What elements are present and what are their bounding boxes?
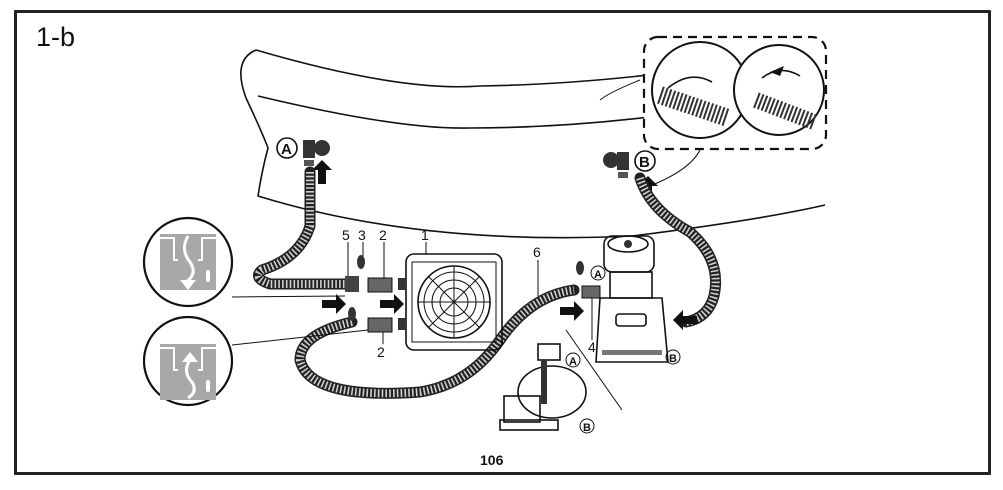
port-a-label: A bbox=[281, 141, 292, 158]
port-b-callout-circle bbox=[634, 150, 656, 172]
rotate-arrow-icon bbox=[770, 66, 784, 76]
part-label-6: 6 bbox=[533, 244, 541, 260]
arrow-right-icon bbox=[380, 294, 404, 314]
part-label-2-top: 2 bbox=[379, 227, 387, 243]
thermometer-icon bbox=[206, 380, 210, 392]
sand-b-label: B bbox=[583, 422, 591, 434]
filter-b-label: B bbox=[669, 353, 677, 365]
filter-a-label: A bbox=[594, 269, 602, 281]
figure-label: 1-b bbox=[36, 22, 76, 52]
part-label-2-bottom: 2 bbox=[377, 344, 385, 360]
part-labels: 5 3 2 1 2 6 4 bbox=[342, 227, 596, 360]
hoses bbox=[253, 166, 722, 399]
sand-filter-alternative: A B bbox=[499, 329, 623, 434]
arrow-down-icon bbox=[180, 280, 196, 290]
port-b-label: B bbox=[639, 154, 650, 171]
inset-water-out bbox=[142, 216, 346, 308]
connector-parts bbox=[322, 255, 584, 333]
pool-port-a: A bbox=[276, 137, 332, 184]
thermometer-icon bbox=[206, 270, 210, 282]
arrow-right-icon bbox=[322, 294, 346, 314]
hose-clamp bbox=[348, 307, 356, 321]
arrow-up-icon bbox=[182, 352, 198, 362]
hose-clamp bbox=[357, 255, 365, 269]
part-label-1: 1 bbox=[421, 227, 429, 243]
sand-a-label: A bbox=[569, 356, 577, 368]
part-label-3: 3 bbox=[358, 227, 366, 243]
hose-clamp bbox=[576, 261, 584, 275]
part-label-4: 4 bbox=[588, 339, 596, 355]
inset-water-in bbox=[142, 315, 369, 407]
port-a-callout-circle bbox=[276, 137, 298, 159]
part-label-5: 5 bbox=[342, 227, 350, 243]
page-number: 106 bbox=[480, 452, 504, 468]
arrow-up-icon bbox=[312, 160, 332, 184]
arrow-left-icon bbox=[673, 310, 697, 330]
filter-pump: A B bbox=[560, 235, 697, 365]
heat-pump-unit bbox=[398, 253, 503, 351]
clamp-detail-inset bbox=[599, 35, 828, 187]
arrow-right-icon bbox=[560, 301, 584, 321]
